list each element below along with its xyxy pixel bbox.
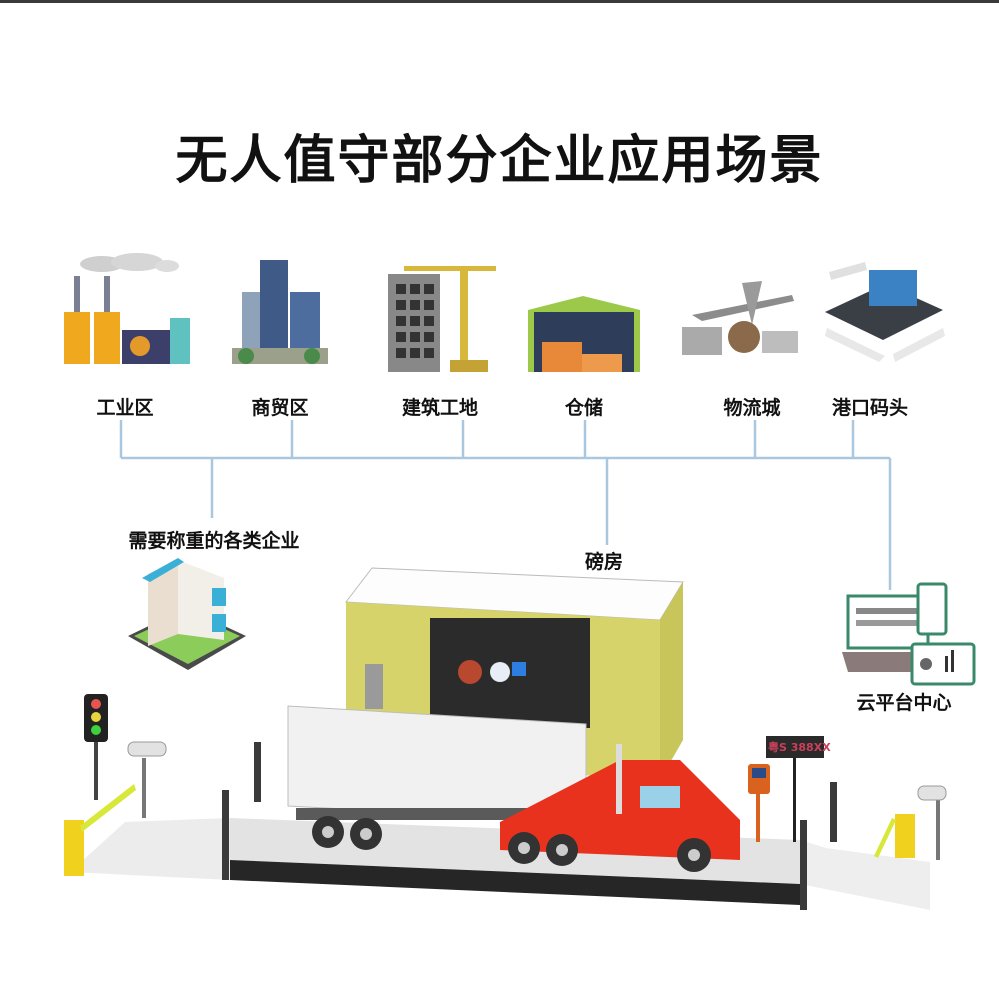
weigh-house-label: 磅房 (584, 551, 624, 573)
category-label-industrial: 工业区 (96, 397, 154, 419)
connector-lines (119, 420, 892, 590)
factory-icon (64, 253, 190, 364)
category-label-logistics: 物流城 (723, 397, 781, 419)
port-terminal-icon (825, 262, 945, 362)
category-label-commercial: 商贸区 (251, 397, 309, 419)
logistics-plane-truck-icon (682, 281, 798, 355)
page-title: 无人值守部分企业应用场景 (175, 131, 824, 191)
traffic-light-icon (84, 694, 108, 800)
category-label-warehouse: 仓储 (564, 397, 604, 419)
plate-display-text: 粤S 388XX (768, 741, 831, 754)
warehouse-icon (528, 296, 640, 372)
plate-display (766, 736, 824, 842)
enterprises-label: 需要称重的各类企业 (128, 530, 300, 552)
construction-crane-icon (388, 266, 496, 372)
card-reader-icon (748, 764, 770, 842)
category-label-port: 港口码头 (831, 397, 909, 419)
container-truck-icon (287, 705, 740, 872)
barrier-gate-right-icon (874, 814, 915, 858)
camera-right-icon (917, 785, 947, 860)
barrier-gate-icon (64, 784, 136, 876)
top-border (0, 0, 999, 3)
office-towers-icon (232, 260, 328, 364)
cloud-platform-label: 云平台中心 (856, 692, 952, 714)
camera-icon (127, 741, 167, 818)
enterprise-building-icon (128, 558, 246, 670)
category-label-construction: 建筑工地 (401, 397, 479, 419)
cloud-platform-icon (842, 582, 976, 686)
